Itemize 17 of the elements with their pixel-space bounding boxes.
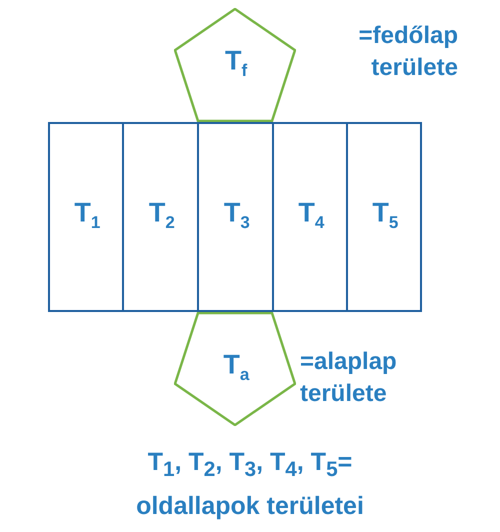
caption-note: T$_{1}$, T$_{2}$, T$_{3}$, T$_{4}$, T$_{5}$= oldallapok területei — [135, 447, 365, 522]
pentagon-face — [174, 8, 296, 122]
face-label: T$_{4}$ — [298, 198, 324, 233]
rectangle-face — [197, 122, 274, 312]
rectangle-face — [272, 122, 348, 312]
face-label: T$_{1}$ — [74, 198, 100, 233]
area-note: =fedőlap területe — [358, 21, 458, 83]
face-label: T$_{5}$ — [372, 198, 398, 233]
area-note: =alaplap területe — [300, 347, 398, 409]
rectangle-face — [48, 122, 124, 312]
pentagon-face — [174, 312, 296, 426]
rectangle-face — [346, 122, 422, 312]
face-label: T$_{2}$ — [148, 198, 175, 233]
face-label: T$_{f}$ — [225, 46, 248, 81]
face-label: T$_{3}$ — [224, 198, 250, 233]
rectangle-face — [122, 122, 199, 312]
face-label: T$_{a}$ — [223, 350, 250, 385]
